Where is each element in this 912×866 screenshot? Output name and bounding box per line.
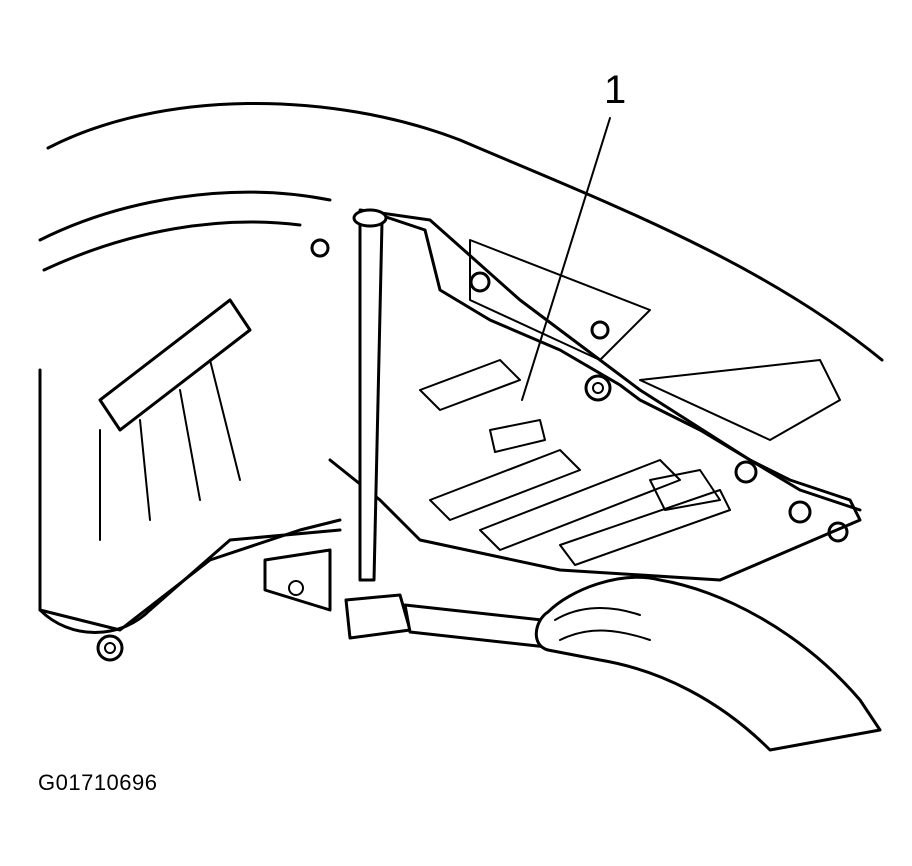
fender-liner-inner (42, 220, 302, 272)
lower-bracket (263, 548, 332, 612)
fastener-right-2 (788, 500, 812, 524)
bracket-bolt (288, 580, 304, 596)
hand-finger-lines (554, 607, 651, 641)
hand (534, 575, 882, 752)
upper-panel-right (639, 359, 841, 441)
shield-slot-3 (429, 449, 581, 521)
splash-shield-outline (328, 208, 862, 582)
left-panel-rib-1 (99, 359, 241, 541)
fastener-right-1 (734, 460, 758, 484)
fastener-upper (469, 271, 491, 293)
wiring-harness (378, 213, 862, 512)
shield-slot-5 (559, 489, 731, 566)
shield-slot-2 (489, 419, 546, 453)
callout-leader-line (521, 117, 611, 401)
upper-panel-center (469, 239, 651, 361)
callout-label-1: 1 (604, 68, 627, 112)
shield-slot-1 (419, 359, 521, 411)
shield-slot-6 (649, 469, 721, 511)
fastener-right-3 (827, 521, 849, 543)
fastener-lower-left (96, 634, 124, 662)
left-panel-ridge (98, 298, 252, 432)
extension-bar (358, 220, 384, 582)
fastener-upper-right (590, 320, 610, 340)
fastener-center-inner (592, 382, 604, 394)
body-outline (46, 101, 884, 362)
fender-liner-edge (38, 190, 332, 242)
fastener-lower-left-inner (104, 642, 116, 654)
fastener-top-left (310, 238, 330, 258)
ratchet-head (344, 593, 412, 640)
left-panel (38, 368, 342, 632)
extension-top-socket (352, 208, 388, 228)
shield-slot-4 (479, 459, 681, 551)
figure-id: G01710696 (38, 770, 158, 795)
left-lower-flange (38, 528, 342, 634)
fastener-center (584, 374, 612, 402)
